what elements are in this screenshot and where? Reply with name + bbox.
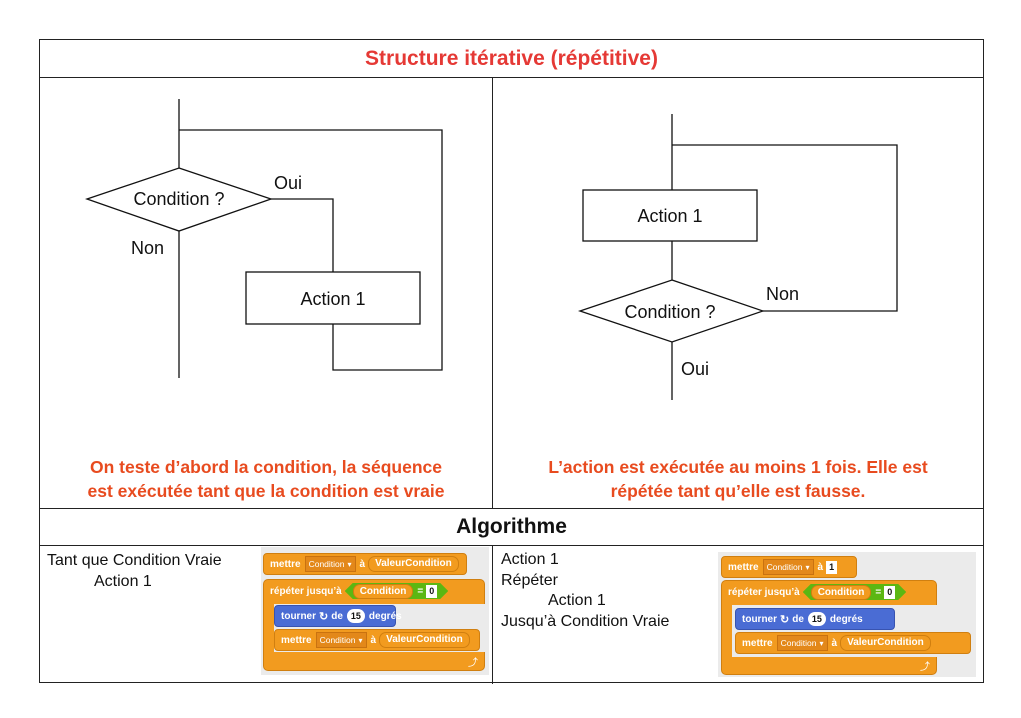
yes-label: Oui	[274, 173, 302, 193]
condition-label: Condition ?	[624, 302, 715, 322]
rotate-right-icon: ↻	[780, 613, 790, 626]
scratch-repeat-panel: mettreConditionà1 répéter jusqu’à Condit…	[718, 552, 976, 677]
set-block: mettreConditionàValeurCondition	[263, 553, 467, 575]
condition-label: Condition ?	[133, 189, 224, 209]
repeat-caption: L’action est exécutée au moins 1 fois. E…	[548, 457, 928, 501]
action-label: Action 1	[637, 206, 702, 226]
rotate-right-icon: ↻	[319, 610, 329, 623]
action-label: Action 1	[300, 289, 365, 309]
algorithm-title: Algorithme	[456, 514, 567, 538]
no-label: Non	[131, 238, 164, 258]
set-block: mettreConditionàValeurCondition	[735, 632, 971, 654]
loop-arrow-icon: ⤴	[468, 658, 478, 669]
set-block: mettreConditionàValeurCondition	[274, 629, 480, 651]
no-label: Non	[766, 284, 799, 304]
divider	[492, 545, 493, 684]
scratch-while-panel: mettreConditionàValeurCondition répéter …	[261, 547, 489, 675]
while-flowchart: Condition ? Oui Non Action 1	[84, 99, 443, 378]
divider	[40, 77, 983, 78]
divider	[40, 545, 983, 546]
table-frame: Structure itérative (répétitive) Algorit…	[39, 39, 984, 684]
page-title: Structure itérative (répétitive)	[365, 46, 658, 70]
set-block: mettreConditionà1	[721, 556, 857, 578]
while-caption: On teste d’abord la condition, la séquen…	[87, 457, 445, 501]
divider	[40, 508, 983, 509]
divider	[492, 77, 493, 508]
loop-arrow-icon: ⤴	[920, 662, 930, 673]
repeat-flowchart: Action 1 Condition ? Non Oui	[577, 114, 898, 400]
yes-label: Oui	[681, 359, 709, 379]
